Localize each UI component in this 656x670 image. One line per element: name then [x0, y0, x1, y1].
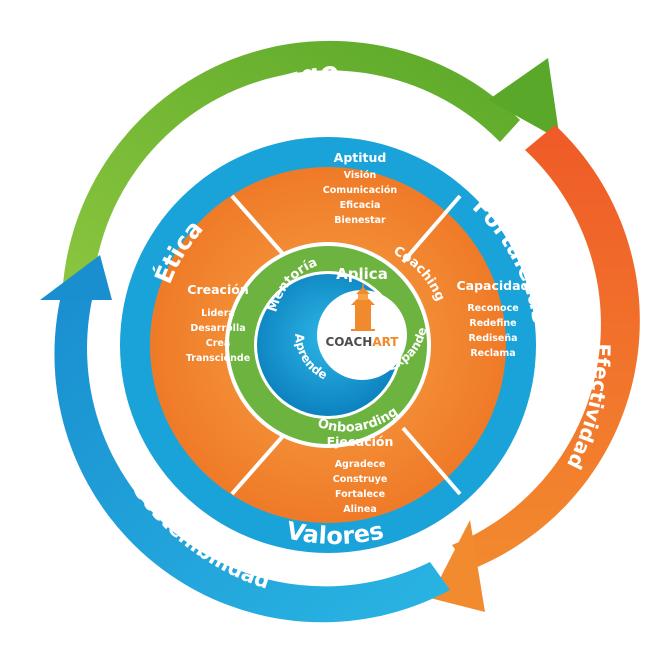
quadrant-right-item: Rediseña [468, 333, 517, 344]
core-ring-top-label: Aplica [336, 265, 388, 283]
quadrant-bottom-item: Alinea [343, 504, 376, 515]
quadrant-top-title: Aptitud [334, 150, 387, 165]
quadrant-top-item: Eficacia [340, 200, 381, 211]
quadrant-left-item: Lidera [201, 308, 235, 319]
brand-disc [317, 290, 407, 380]
sostenibilidad-arrow [54, 300, 450, 623]
lighthouse-icon [351, 284, 375, 331]
quadrant-divider [230, 426, 292, 496]
quadrant-left: Creación Lidera Desarrolla Crea Transcie… [186, 282, 250, 364]
quadrant-bottom-item: Construye [333, 474, 388, 485]
quadrant-top-item: Bienestar [334, 215, 386, 226]
quadrant-bottom: Ejecución Agradece Construye Fortalece A… [327, 434, 394, 515]
quadrant-divider [230, 194, 292, 264]
brand-name-part1: COACH [325, 335, 372, 349]
brand-logo: COACHART [325, 335, 399, 349]
quadrant-top-item: Visión [344, 170, 377, 181]
quadrant-bottom-title: Ejecución [327, 434, 394, 449]
brand-name-part2: ART [372, 335, 399, 349]
quadrant-top-item: Comunicación [323, 185, 398, 196]
liderazgo-arrowhead [488, 58, 560, 140]
quadrant-left-item: Transciende [186, 353, 250, 364]
quadrant-bottom-item: Fortalece [335, 489, 385, 500]
sostenibilidad-arrowhead [40, 255, 112, 300]
quadrant-top: Aptitud Visión Comunicación Eficacia Bie… [323, 150, 398, 226]
quadrant-right-title: Capacidad [456, 278, 529, 293]
quadrant-right-item: Reconoce [467, 303, 518, 314]
quadrant-bottom-item: Agradece [335, 459, 386, 470]
quadrant-right: Capacidad Reconoce Redefine Rediseña Rec… [456, 278, 529, 359]
quadrant-divider [401, 426, 462, 496]
quadrant-right-item: Redefine [469, 318, 516, 329]
quadrant-left-item: Desarrolla [190, 323, 245, 334]
quadrant-left-item: Crea [206, 338, 231, 349]
efectividad-arrow [452, 125, 640, 570]
quadrant-left-title: Creación [187, 282, 248, 297]
quadrant-right-item: Reclama [470, 348, 515, 359]
outer-cycle-right-label: Efectividad [562, 343, 615, 473]
liderazgo-arrow [62, 40, 520, 301]
quadrant-divider [401, 194, 462, 264]
